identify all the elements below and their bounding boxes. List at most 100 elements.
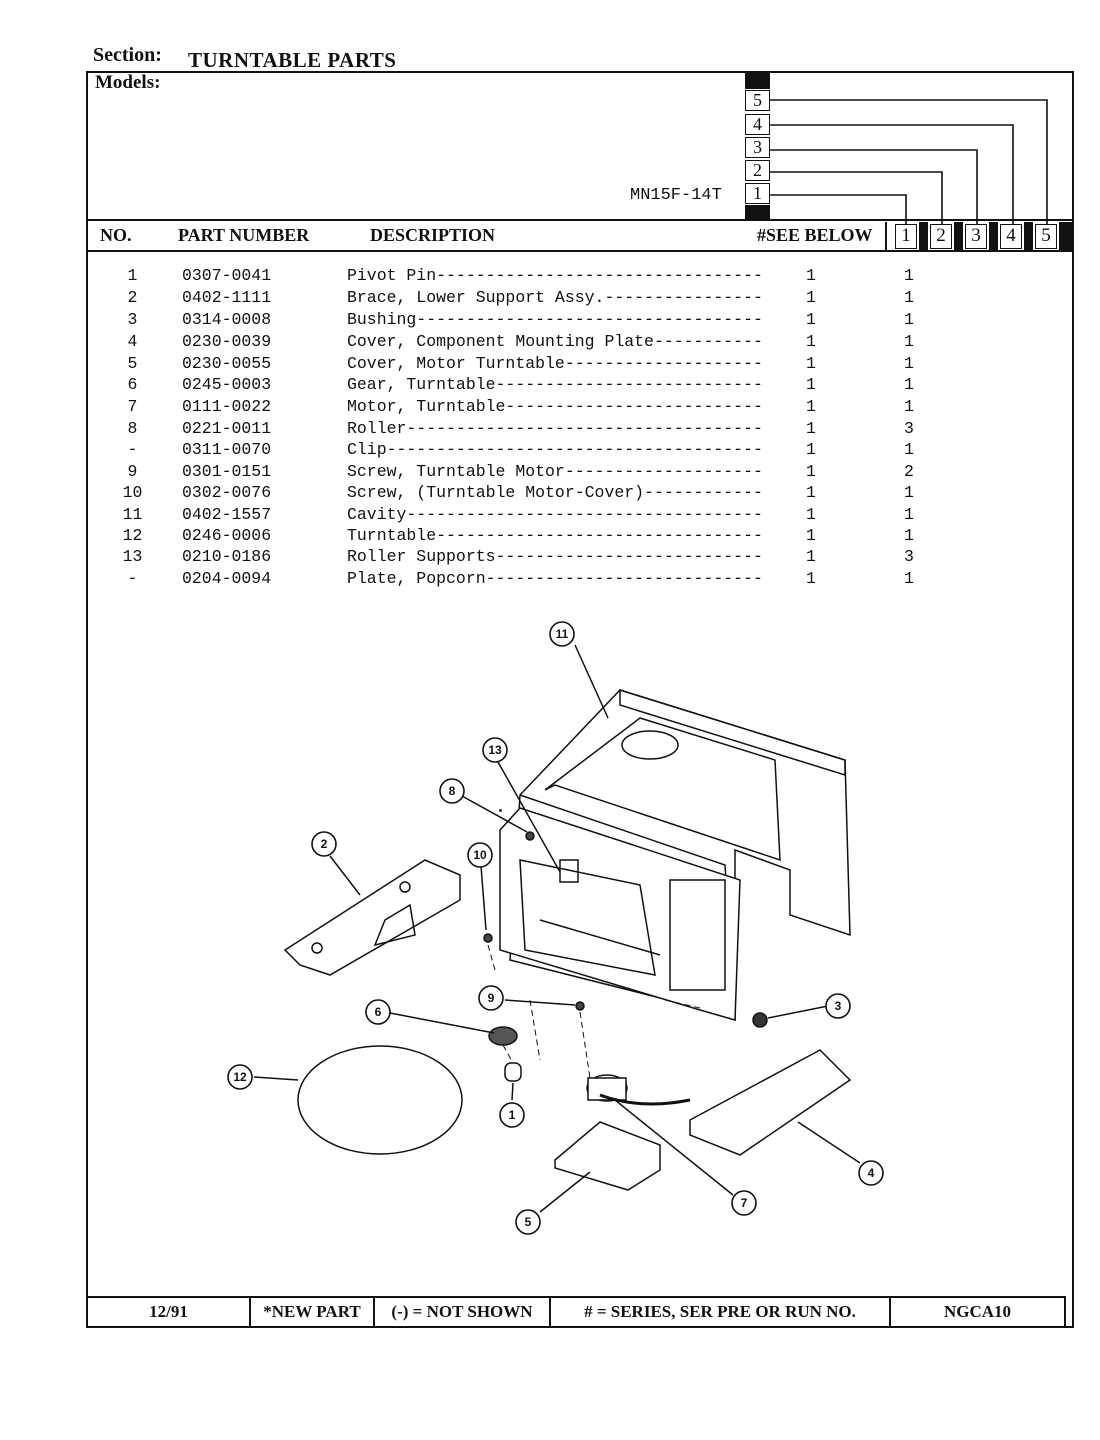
row-series-qty: 1 [904,266,914,285]
row-part-number: 0402-1557 [182,505,272,524]
row-qty: 1 [806,569,816,588]
series-col-spacer [919,222,928,250]
row-qty: 1 [806,288,816,307]
row-no: 12 [122,526,143,545]
row-description: Cavity----------------------------------… [347,505,763,524]
series-stack-bar-top [745,73,770,89]
row-series-qty: 1 [904,375,914,394]
row-no: 9 [127,462,138,481]
callout-label-9: 9 [488,991,495,1005]
row-part-number: 0302-0076 [182,483,272,502]
row-part-number: 0402-1111 [182,288,272,307]
row-series-qty: 1 [904,354,914,373]
row-part-number: 0311-0070 [182,440,272,459]
motor-cover [554,1121,661,1191]
row-description: Bushing---------------------------------… [347,310,763,329]
row-description: Screw, (Turntable Motor-Cover)----------… [347,483,763,502]
row-series-qty: 1 [904,397,914,416]
row-series-qty: 2 [904,462,914,481]
row-description: Cover, Component Mounting Plate---------… [347,332,763,351]
col-header-no: NO. [100,225,132,245]
row-qty: 1 [806,419,816,438]
row-no: 5 [127,354,138,373]
callout-label-6: 6 [375,1005,382,1019]
row-qty: 1 [806,332,816,351]
brace-lower-support [283,859,461,976]
series-col-4: 4 [1000,224,1022,249]
turntable-plate [297,1045,463,1155]
row-description: Pivot Pin-------------------------------… [347,266,763,285]
callout-label-12: 12 [233,1070,247,1084]
row-qty: 1 [806,483,816,502]
table-row: - 0204-0094 Plate, Popcorn----------------… [0,569,1100,590]
row-description: Plate, Popcorn--------------------------… [347,569,763,588]
table-row: 7 0111-0022 Motor, Turntable--------------… [0,397,1100,418]
section-title: TURNTABLE PARTS [188,48,397,72]
footer-code: NGCA10 [943,1302,1012,1321]
callout-label-4: 4 [868,1166,875,1180]
callout-label-5: 5 [525,1215,532,1229]
table-row: 1 0307-0041 Pivot Pin---------------------… [0,266,1100,287]
row-series-qty: 3 [904,419,914,438]
model-code: MN15F-14T [630,186,722,205]
callout-label-10: 10 [473,848,487,862]
callout-circle [499,1102,525,1128]
row-no: 3 [127,310,138,329]
header-rule-bottom [86,250,1074,252]
row-no: 11 [122,505,143,524]
stack-series-3: 3 [745,137,770,158]
row-series-qty: 1 [904,332,914,351]
callout-circle [515,1209,541,1235]
row-part-number: 0246-0006 [182,526,272,545]
motor-turntable [586,1074,691,1106]
screw-turntable-motor [575,1001,585,1011]
callout-circle [825,993,851,1019]
row-part-number: 0307-0041 [182,266,272,285]
callout-label-13: 13 [488,743,502,757]
row-series-qty: 1 [904,526,914,545]
callout-label-7: 7 [741,1196,748,1210]
row-no: 7 [127,397,138,416]
series-col-1: 1 [895,224,917,249]
callout-circle [439,778,465,804]
footer-new-part: *NEW PART [251,1298,375,1326]
callout-label-8: 8 [449,784,456,798]
callout-circle [311,831,337,857]
callout-label-2: 2 [321,837,328,851]
models-label: Models: [95,72,161,93]
series-col-spacer [1059,222,1072,250]
screw-motor-cover [483,933,493,943]
series-col-divider [885,222,887,250]
row-qty: 1 [806,397,816,416]
row-no: 13 [122,547,143,566]
row-qty: 1 [806,440,816,459]
cavity-part [499,688,851,1022]
callout-label-3: 3 [835,999,842,1013]
series-col-spacer [1024,222,1033,250]
callout-circle [482,737,508,763]
footer-bar: 12/91 *NEW PART (-) = NOT SHOWN # = SERI… [86,1296,1066,1328]
row-no: - [127,569,138,588]
row-part-number: 0230-0039 [182,332,272,351]
row-qty: 1 [806,375,816,394]
row-series-qty: 1 [904,505,914,524]
row-no: 2 [127,288,138,307]
row-part-number: 0111-0022 [182,397,272,416]
footer-not-shown: (-) = NOT SHOWN [375,1298,551,1326]
series-col-2: 2 [930,224,952,249]
row-description: Motor, Turntable------------------------… [347,397,763,416]
row-part-number: 0245-0003 [182,375,272,394]
series-col-5: 5 [1035,224,1057,249]
row-no: 4 [127,332,138,351]
row-series-qty: 1 [904,440,914,459]
row-part-number: 0204-0094 [182,569,272,588]
row-series-qty: 3 [904,547,914,566]
row-no: 1 [127,266,138,285]
col-header-part-number: PART NUMBER [178,225,310,245]
row-series-qty: 1 [904,569,914,588]
callout-circle [467,842,493,868]
